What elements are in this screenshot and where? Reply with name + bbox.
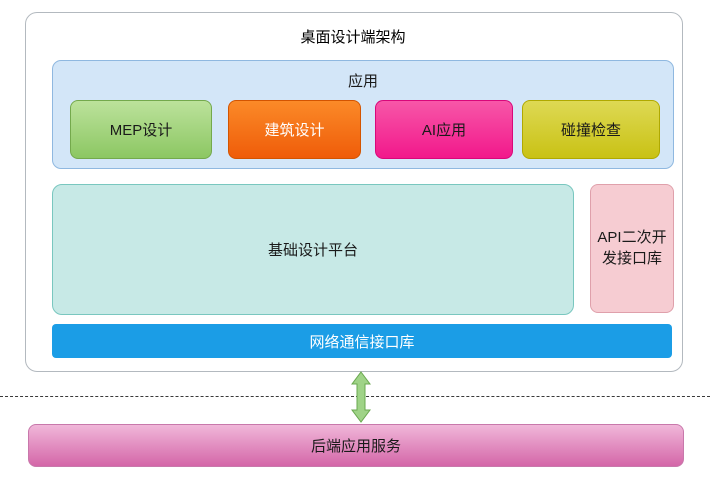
module-architecture-design: 建筑设计	[228, 100, 361, 159]
network-interface-bar: 网络通信接口库	[52, 324, 672, 358]
application-group-label: 应用	[347, 73, 378, 90]
base-design-platform-box: 基础设计平台	[52, 184, 574, 315]
dashed-separator-line	[0, 396, 710, 397]
module-collision-check: 碰撞检查	[522, 100, 660, 159]
bidirectional-arrow-icon	[351, 371, 371, 423]
backend-service-bar: 后端应用服务	[28, 424, 684, 467]
module-mep-design: MEP设计	[70, 100, 212, 159]
api-secondary-dev-box: API二次开发接口库	[590, 184, 674, 313]
module-ai-application: AI应用	[375, 100, 513, 159]
diagram-title: 桌面设计端架构	[300, 29, 406, 46]
